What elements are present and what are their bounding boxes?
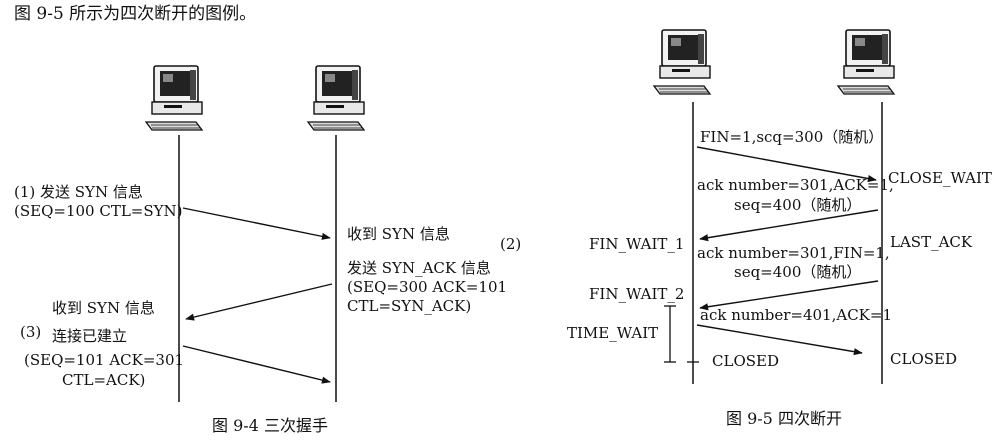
fig5-state-close-wait: CLOSE_WAIT — [888, 169, 992, 187]
fig4-step1-label: (1) 发送 SYN 信息 — [14, 183, 143, 201]
fig5-state-time-wait: TIME_WAIT — [567, 324, 659, 342]
fig5-msg4: ack number=401,ACK=1 — [700, 306, 892, 324]
fig5-ack-arrow — [699, 209, 879, 242]
page-heading: 图 9-5 所示为四次断开的图例。 — [14, 4, 257, 24]
fig4-synack-arrow — [185, 283, 333, 321]
fig5-state-last-ack: LAST_ACK — [890, 233, 973, 251]
fig4-server-computer-icon — [307, 65, 365, 131]
fig5-client-computer-icon — [653, 29, 711, 95]
time-wait-bracket — [664, 305, 699, 363]
fig5-msg2-line2: seq=400（随机） — [734, 196, 862, 214]
fig5-caption: 图 9-5 四次断开 — [726, 409, 842, 428]
fig5-fin-arrow — [696, 146, 877, 183]
fig4-step3-established: 连接已建立 — [52, 327, 128, 345]
fig5-last-ack-arrow — [696, 324, 863, 356]
fig4-step2-send: 发送 SYN_ACK 信息 — [347, 259, 491, 277]
fig4-caption: 图 9-4 三次握手 — [212, 416, 328, 435]
fig4-step2-receive: 收到 SYN 信息 — [347, 225, 450, 243]
fig5-msg2-line1: ack number=301,ACK=1, — [697, 176, 894, 194]
fig5-state-fin-wait-2: FIN_WAIT_2 — [589, 285, 685, 303]
fig5-server-computer-icon — [837, 29, 895, 95]
fig5-state-fin-wait-1: FIN_WAIT_1 — [589, 235, 685, 253]
fig5-state-server-closed: CLOSED — [890, 350, 957, 368]
fig4-client-computer-icon — [145, 65, 203, 131]
fig4-step2-ctl: CTL=SYN_ACK) — [347, 297, 472, 315]
fig4-step3-seq: (SEQ=101 ACK=301 — [24, 351, 185, 369]
fig5-state-client-closed: CLOSED — [712, 352, 779, 370]
fig4-step2-seq: (SEQ=300 ACK=101 — [347, 278, 508, 296]
fig4-step1-detail: (SEQ=100 CTL=SYN) — [14, 202, 183, 220]
fig4-step3-ctl: CTL=ACK) — [62, 371, 146, 389]
fig4-step2-number: (2) — [500, 235, 522, 253]
fig5-msg3-line1: ack number=301,FIN=1, — [697, 244, 890, 262]
fig5-msg1: FIN=1,scq=300（随机） — [700, 128, 884, 146]
fig5-fin2-arrow — [699, 280, 879, 311]
fig4-step3-number: (3) — [20, 323, 42, 341]
fig4-ack-arrow — [182, 345, 331, 384]
fig5-msg3-line2: seq=400（随机） — [734, 263, 862, 281]
fig4-syn-arrow — [182, 207, 331, 240]
fig4-step3-receive: 收到 SYN 信息 — [52, 299, 155, 317]
